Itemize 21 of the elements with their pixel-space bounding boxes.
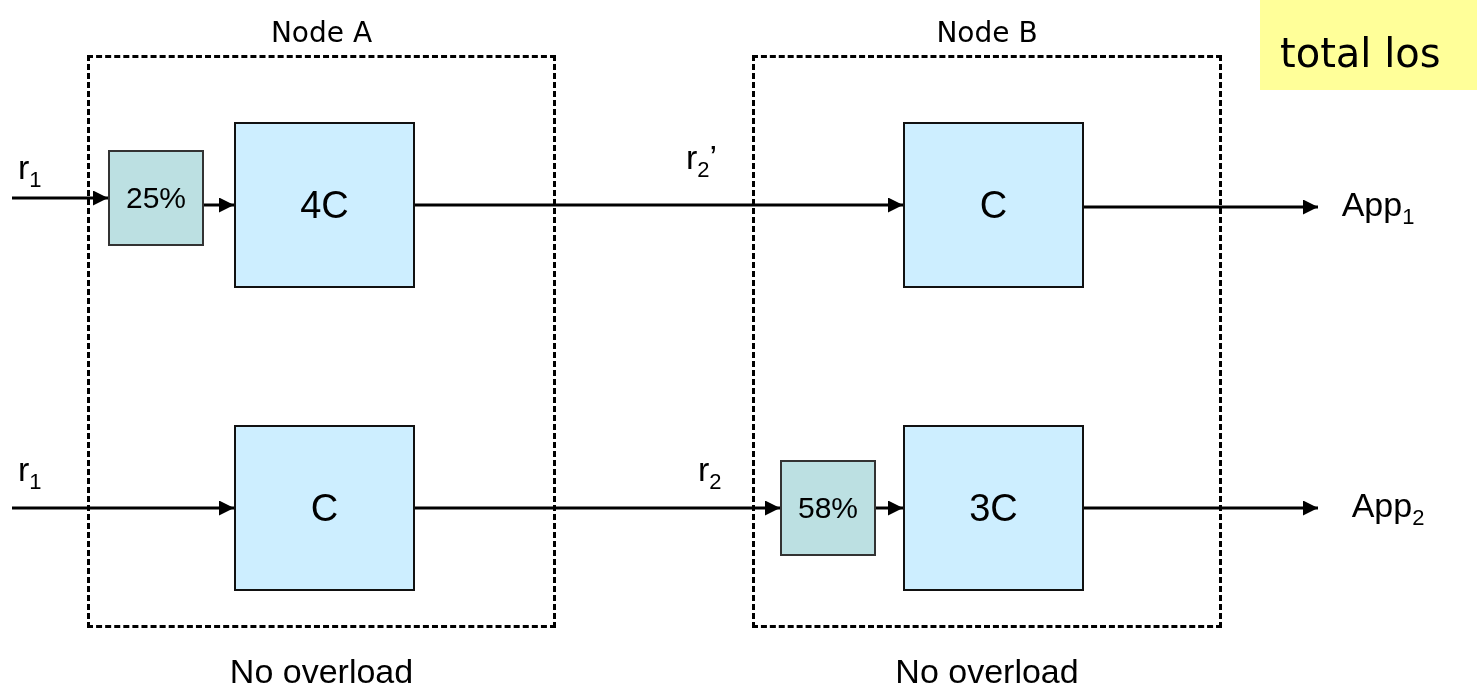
arrow xyxy=(415,500,780,516)
arrow xyxy=(415,197,903,213)
note-callout: total los xyxy=(1260,0,1477,90)
capacity-box: 4C xyxy=(234,122,415,288)
arrow xyxy=(1084,199,1318,215)
application-label: App$_{2}$ xyxy=(1318,481,1458,535)
arrow xyxy=(876,500,903,516)
group-caption: No overload xyxy=(228,652,415,691)
drop-rate-box: 25% xyxy=(108,150,204,246)
application-label: App$_{1}$ xyxy=(1318,180,1438,234)
drop-rate-box: 58% xyxy=(780,460,876,556)
group-title: Node B xyxy=(935,16,1039,49)
capacity-box: C xyxy=(234,425,415,591)
arrow xyxy=(12,190,108,206)
group-title: Node A xyxy=(269,16,374,49)
group-caption: No overload xyxy=(894,652,1080,691)
capacity-box: 3C xyxy=(903,425,1084,591)
arrow xyxy=(12,500,234,516)
capacity-box: C xyxy=(903,122,1084,288)
arrow xyxy=(204,197,234,213)
arrow xyxy=(1084,500,1318,516)
